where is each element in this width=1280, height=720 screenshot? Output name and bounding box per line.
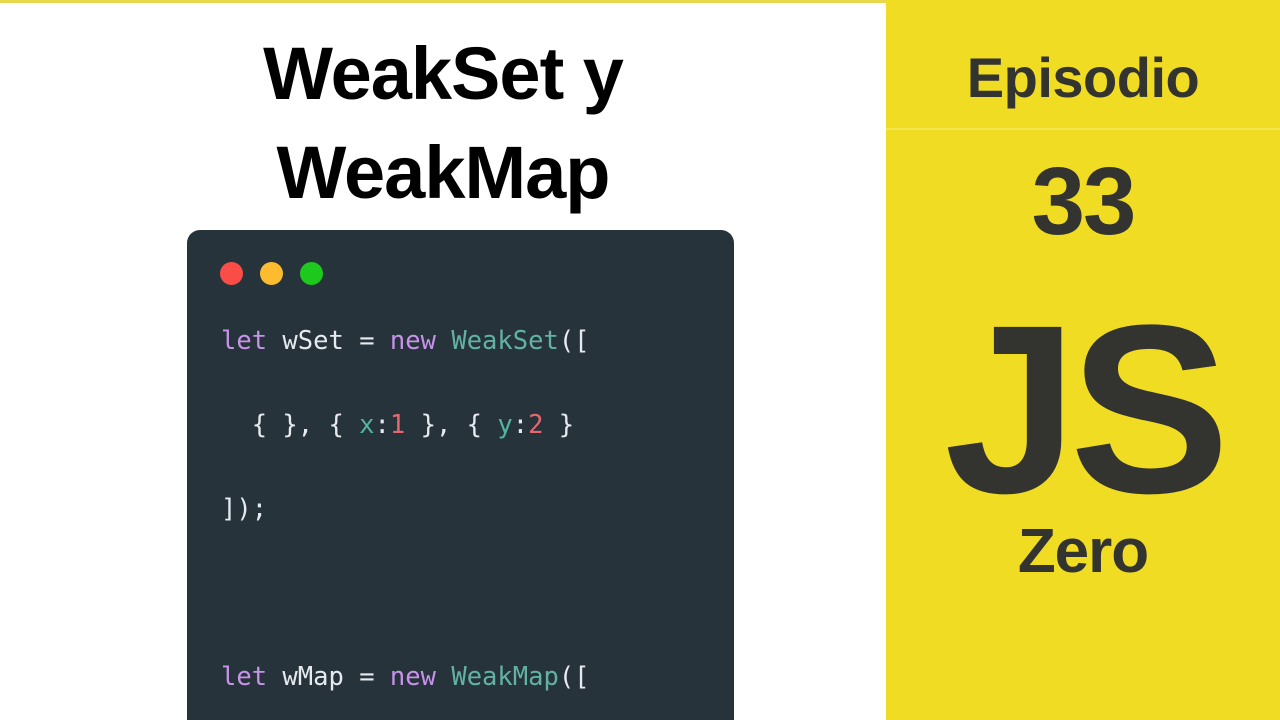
accent-top-rule — [0, 0, 886, 3]
maximize-icon[interactable] — [300, 262, 323, 285]
window-titlebar — [187, 230, 734, 285]
code-token: wSet — [282, 326, 344, 356]
code-token: wMap — [282, 662, 344, 692]
page-title-line-1: WeakSet y — [263, 32, 624, 115]
code-line: { }, { x:1 }, { y:2 } — [221, 404, 712, 446]
code-token: WeakMap — [451, 662, 559, 692]
code-token: y — [497, 410, 513, 440]
episode-number: 33 — [1031, 148, 1137, 255]
code-token — [267, 326, 282, 356]
js-logo-subtitle: Zero — [1017, 517, 1149, 587]
code-token: 1 — [389, 410, 406, 440]
code-token: : — [374, 410, 390, 440]
code-token: = — [359, 326, 375, 356]
code-token: let — [221, 326, 268, 356]
close-icon[interactable] — [220, 262, 243, 285]
code-token: 2 — [528, 410, 544, 440]
code-token — [344, 326, 359, 356]
code-token — [267, 662, 282, 692]
code-line: let wSet = new WeakSet([ — [221, 320, 712, 362]
code-token: : — [512, 410, 529, 440]
code-line: ]); — [221, 488, 712, 530]
code-token: }, { — [405, 410, 498, 440]
code-token: new — [389, 662, 436, 692]
code-line: let wMap = new WeakMap([ — [221, 656, 712, 698]
minimize-icon[interactable] — [260, 262, 283, 285]
brand-panel: Episodio 33 JS Zero — [886, 0, 1280, 720]
code-token: = — [359, 662, 375, 692]
code-token: x — [359, 410, 375, 440]
code-token — [375, 326, 390, 356]
episode-label: Episodio — [966, 46, 1200, 109]
page-title: WeakSet y WeakMap — [0, 24, 886, 222]
code-token — [375, 662, 390, 692]
code-token: } — [543, 410, 575, 440]
code-token — [436, 326, 451, 356]
code-token: { }, { — [221, 410, 360, 440]
page-title-line-2: WeakMap — [276, 131, 611, 215]
brand-panel-divider — [886, 128, 1280, 130]
code-token: let — [221, 662, 268, 692]
code-token: new — [389, 326, 436, 356]
js-logo: JS — [944, 275, 1230, 543]
code-token: ([ — [558, 662, 590, 692]
code-token — [436, 662, 451, 692]
code-line — [221, 572, 712, 614]
code-window: let wSet = new WeakSet([ { }, { x:1 }, {… — [187, 230, 734, 720]
code-block[interactable]: let wSet = new WeakSet([ { }, { x:1 }, {… — [187, 320, 734, 720]
code-token — [344, 662, 359, 692]
content-panel: WeakSet y WeakMap let wSet = new WeakSet… — [0, 24, 886, 720]
code-token: ([ — [558, 326, 590, 356]
code-token: ]); — [221, 494, 268, 524]
code-token: WeakSet — [451, 326, 559, 356]
